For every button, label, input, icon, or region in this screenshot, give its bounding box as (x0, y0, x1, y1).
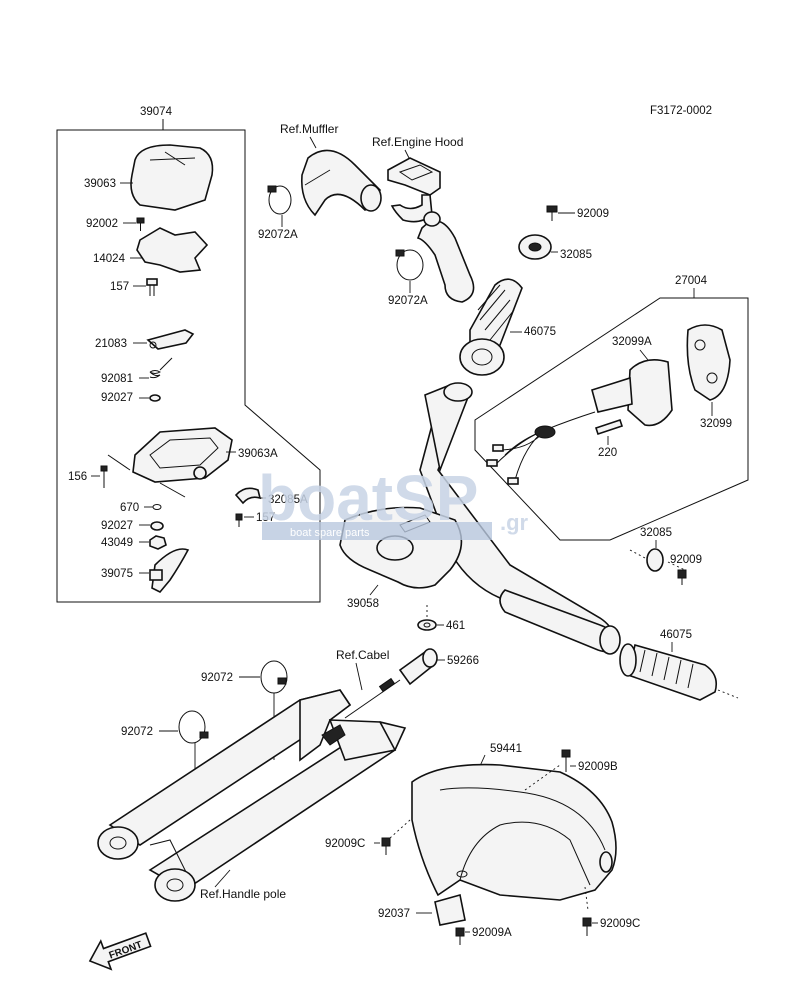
housing-39063A (132, 427, 233, 483)
handle-pole-group: Ref.Cabel 59266 92072 92072 Ref.Handle p… (97, 648, 479, 902)
handlebar-group: 39058 461 (339, 382, 621, 655)
label-27004: 27004 (675, 275, 708, 287)
label-156: 156 (68, 471, 87, 483)
left-grip-group: 32085 92009 46075 (619, 527, 739, 701)
gasket-14024 (136, 227, 209, 273)
bracket-92037 (434, 893, 466, 926)
label-92009A: 92009A (472, 927, 512, 939)
spring-92081 (149, 370, 161, 379)
label-92027-top: 92027 (101, 392, 133, 404)
screw-92002 (136, 217, 145, 224)
label-32085A: 32085A (268, 494, 308, 506)
label-32085-top: 32085 (560, 249, 592, 261)
label-220: 220 (598, 447, 617, 459)
right-grip-group: 92009 32085 46075 (459, 205, 609, 376)
label-32099: 32099 (700, 418, 732, 430)
screw-220 (594, 418, 624, 436)
assembly-box-outline (56, 129, 321, 603)
ref-handle-pole: Ref.Handle pole (200, 887, 286, 901)
washer-461 (417, 619, 437, 631)
label-92009-mid: 92009 (670, 554, 702, 566)
label-32099A: 32099A (612, 336, 652, 348)
grip-46075-bottom (627, 643, 718, 701)
switch-box-outline (474, 297, 749, 541)
label-92081: 92081 (101, 373, 133, 385)
label-59441: 59441 (490, 743, 522, 755)
label-92037: 92037 (378, 908, 410, 920)
switch-assembly-group: 27004 32099A 32099 220 (474, 275, 749, 541)
clamp-92072A-bottom (396, 249, 424, 281)
clamp-92072-top (260, 660, 288, 694)
label-46075-top: 46075 (524, 326, 556, 338)
watermark-tld: .gr (500, 510, 529, 535)
label-92009C-right: 92009C (600, 918, 640, 930)
label-59266: 59266 (447, 655, 479, 667)
label-39075: 39075 (101, 568, 133, 580)
label-92009C-left: 92009C (325, 838, 365, 850)
diagram-code: F3172-0002 (650, 105, 712, 117)
label-43049: 43049 (101, 537, 133, 549)
label-92009B: 92009B (578, 761, 618, 773)
label-46075-bottom: 46075 (660, 629, 692, 641)
front-arrow-shape (88, 932, 152, 971)
label-21083: 21083 (95, 338, 127, 350)
clamp-92072-bottom (178, 710, 206, 744)
label-39074: 39074 (140, 106, 173, 118)
watermark-tagline: boat spare parts (290, 527, 370, 539)
label-14024: 14024 (93, 253, 126, 265)
label-92072A-top: 92072A (258, 229, 298, 241)
label-92002: 92002 (86, 218, 118, 230)
ref-cabel: Ref.Cabel (336, 648, 389, 662)
label-39063A: 39063A (238, 448, 278, 460)
label-32085-mid: 32085 (640, 527, 672, 539)
hood-bracket (387, 157, 441, 196)
lever-39075 (151, 548, 190, 593)
ref-muffler: Ref.Muffler (280, 122, 338, 136)
clamp-92072A-top (268, 185, 292, 215)
throttle-assembly-group: 39074 39063 92002 14024 157 21083 92081 (56, 106, 321, 603)
hose-group: Ref.Muffler 92072A Ref.Engine Hood 92072… (258, 122, 475, 307)
front-arrow: FRONT (88, 932, 152, 971)
switch-housing-32099 (686, 324, 731, 401)
cover-group: 59441 92009B 92009C 92037 92009A 92009C (325, 743, 640, 945)
cover-59441 (411, 763, 617, 901)
label-39063: 39063 (84, 178, 116, 190)
label-157-bottom: 157 (256, 512, 275, 524)
cap-32085-mid (646, 548, 664, 572)
label-157-top: 157 (110, 281, 129, 293)
ring-670 (152, 504, 162, 510)
label-39058: 39058 (347, 598, 379, 610)
ref-engine-hood: Ref.Engine Hood (372, 135, 463, 149)
label-670: 670 (120, 502, 139, 514)
washer-92027-top (149, 394, 161, 402)
clip-32085A (234, 487, 262, 505)
label-92072A-bottom: 92072A (388, 295, 428, 307)
switch-32099A (627, 359, 673, 427)
label-92009-top: 92009 (577, 208, 609, 220)
label-92072-top: 92072 (201, 672, 233, 684)
hose-engine (416, 220, 475, 303)
watermark-logo: boatSP .gr boat spare parts (258, 462, 529, 540)
label-92027-bottom: 92027 (101, 520, 133, 532)
label-92072-bottom: 92072 (121, 726, 153, 738)
cover-39063 (130, 144, 214, 211)
switch-wires (494, 411, 596, 481)
nut-43049 (149, 535, 167, 550)
label-461: 461 (446, 620, 465, 632)
plate-21083 (146, 329, 195, 350)
